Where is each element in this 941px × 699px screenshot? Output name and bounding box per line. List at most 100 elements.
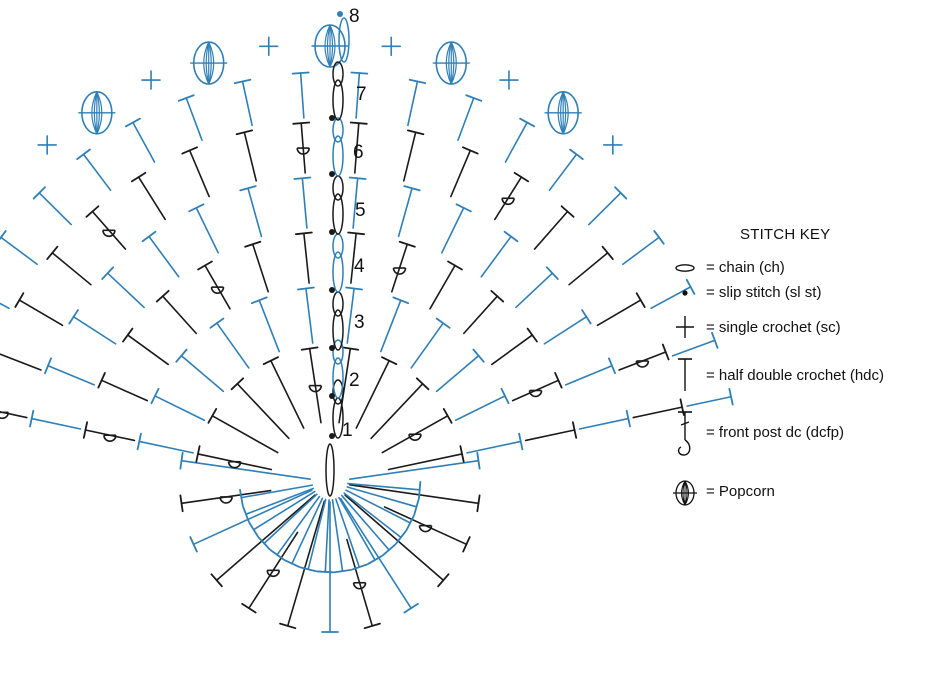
hdc-stitch-top [462, 146, 479, 155]
hdc-stitch-top [519, 117, 536, 128]
chain-stitch [332, 309, 344, 351]
hdc-stitch-top [295, 231, 313, 236]
hdc-stitch-top [14, 292, 25, 308]
row-number-7: 7 [356, 84, 367, 105]
hdc-stitch-top [155, 289, 170, 303]
slip-stitch-icon [682, 290, 688, 296]
hdc-stitch [344, 494, 445, 582]
slip-stitch [329, 433, 335, 439]
hdc-stitch-top [76, 148, 91, 161]
hdc-stitch [671, 339, 716, 357]
hdc-stitch [454, 395, 506, 422]
hdc-stitch-top [233, 78, 252, 85]
hdc-stitch [338, 347, 352, 424]
hdc-stitch-top [728, 388, 734, 406]
front-post-dc-stitch [296, 147, 311, 155]
hdc-stitch [331, 499, 344, 572]
key-label-chain: = chain (ch) [706, 259, 785, 276]
hdc-stitch [82, 153, 112, 192]
hdc-stitch-top [415, 377, 430, 391]
key-label-slip-stitch: = slip stitch (sl st) [706, 284, 822, 301]
row-number-8: 8 [349, 6, 360, 27]
hdc-stitch [138, 440, 194, 454]
hdc-stitch-top [124, 117, 141, 128]
hdc-stitch [353, 122, 360, 174]
hdc-stitch-top [207, 407, 218, 424]
hdc-stitch-top [177, 94, 195, 102]
hdc-stitch-top [503, 230, 519, 243]
hdc-stitch-top [472, 348, 485, 363]
hdc-stitch [622, 236, 660, 266]
front-post-dc-stitch [266, 570, 281, 578]
hdc-stitch [72, 315, 117, 345]
hdc-stitch [491, 334, 534, 366]
hdc-stitch-top [257, 536, 271, 551]
hdc-stitch-top [262, 356, 279, 366]
hdc-stitch-top [418, 480, 422, 499]
hdc-stitch-top [250, 296, 268, 305]
hdc-stitch-top [179, 494, 184, 513]
hdc-stitch-top [395, 530, 407, 545]
hdc-stitch-top [300, 346, 319, 351]
hdc-stitch [355, 359, 390, 429]
hdc-stitch-top [581, 309, 592, 325]
row-number-2: 2 [349, 370, 360, 391]
hdc-stitch-top [455, 203, 472, 213]
hdc-stitch [137, 176, 166, 221]
slip-stitch [337, 11, 343, 17]
hdc-stitch-top [195, 445, 201, 463]
key-label-front-post-dc: = front post dc (dcfp) [706, 424, 844, 441]
hdc-stitch-top [141, 230, 157, 243]
chain-icon [675, 264, 695, 272]
hdc-stitch-top [241, 602, 257, 614]
slip-stitch [329, 115, 335, 121]
hdc-stitch [126, 334, 169, 366]
hdc-stitch [429, 264, 456, 310]
hdc-stitch-top [333, 569, 352, 574]
chain-stitch [332, 251, 344, 293]
hdc-stitch-top [189, 536, 198, 553]
hdc-stitch [148, 235, 180, 278]
hdc-stitch [286, 500, 326, 627]
hdc-stitch-top [210, 573, 223, 588]
hdc-stitch-top [101, 266, 115, 280]
hdc-stitch [410, 322, 444, 369]
hdc-stitch [543, 315, 588, 345]
hdc-stitch-top [341, 346, 360, 351]
chain-stitch [332, 233, 344, 259]
front-post-dc-stitch [0, 412, 10, 420]
hdc-stitch-top [367, 555, 383, 565]
hdc-stitch-top [405, 514, 415, 531]
hdc-stitch [215, 494, 316, 582]
hdc-stitch-top [363, 622, 381, 630]
hdc-stitch [38, 192, 72, 226]
hdc-stitch [341, 494, 390, 551]
hdc-stitch [650, 286, 692, 310]
hdc-stitch-top [435, 317, 451, 329]
hdc-stitch-top [291, 71, 310, 75]
chain-stitch [332, 117, 344, 143]
hdc-stitch-top [230, 377, 245, 391]
key-label-half-double-crochet: = half double crochet (hdc) [706, 367, 885, 384]
hdc-stitch [211, 415, 279, 454]
slip-stitch [329, 229, 335, 235]
hdc-stitch-top [179, 451, 184, 470]
hdc-stitch-top [248, 522, 259, 538]
hdc-stitch-top [403, 602, 419, 614]
hdc-stitch [407, 80, 419, 127]
hdc-stitch-top [635, 292, 646, 308]
hdc-stitch [450, 149, 472, 198]
hdc-stitch [348, 484, 480, 505]
hdc-stitch-top [406, 129, 425, 136]
hdc-stitch-top [545, 266, 559, 280]
hdc-stitch [245, 487, 314, 516]
hdc-stitch-top [175, 348, 188, 363]
hdc-stitch-top [398, 240, 416, 248]
row-number-5: 5 [355, 200, 366, 221]
hdc-stitch-top [188, 203, 205, 213]
hdc-stitch-top [381, 356, 398, 366]
chain-stitch [338, 17, 350, 63]
hdc-stitch [588, 192, 622, 226]
hdc-stitch-top [316, 570, 335, 574]
